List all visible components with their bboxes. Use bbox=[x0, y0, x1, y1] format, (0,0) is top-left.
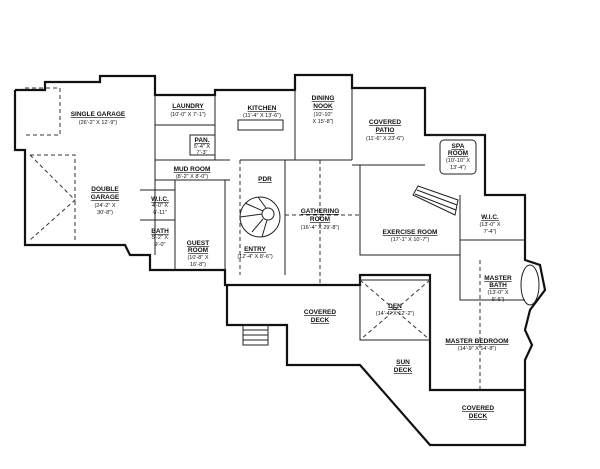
room-name: SUN bbox=[396, 359, 410, 366]
room-name: ROOM bbox=[188, 247, 208, 254]
room-dims: (26'-2" X 12'-9") bbox=[79, 120, 118, 126]
room-dims: 16'-8") bbox=[190, 262, 206, 268]
room-dims: (17'-1" X 10'-7") bbox=[391, 237, 430, 243]
room-dims: (13'-0" X bbox=[487, 290, 508, 296]
kitchen-island bbox=[237, 119, 284, 131]
room-dims: (10'-10" bbox=[314, 112, 333, 118]
room-entry: ENTRY (12'-4" X 8'-6") bbox=[237, 246, 273, 260]
room-name: W.I.C. bbox=[151, 196, 169, 203]
room-name: MUD ROOM bbox=[174, 166, 211, 173]
room-dims: 30'-8") bbox=[97, 210, 113, 216]
room-dims: (8'-2" X 8'-0") bbox=[176, 174, 208, 180]
room-dims: X 15'-8") bbox=[312, 119, 333, 125]
room-spa: SPA ROOM (10'-10" X 13'-4") bbox=[446, 143, 470, 171]
spa-tub bbox=[439, 139, 477, 175]
room-dims: (14'-9" X 14'-8") bbox=[458, 346, 497, 352]
room-dims: (16'-4" X 29'-8") bbox=[301, 225, 340, 231]
room-dims: (11'-4" X 13'-6") bbox=[243, 113, 281, 119]
room-dims: 7'-4") bbox=[484, 229, 497, 235]
room-dims: (10'-10" X bbox=[446, 158, 470, 164]
room-name: DEN bbox=[388, 303, 402, 310]
room-laundry: LAUNDRY (10'-0" X 7'-1") bbox=[170, 103, 206, 118]
sun-deck-rail bbox=[225, 285, 527, 447]
room-dims: 5'-2" X bbox=[152, 235, 168, 241]
room-name: GARAGE bbox=[91, 194, 120, 201]
room-name: ENTRY bbox=[244, 246, 266, 253]
room-dims: 4'-0" X bbox=[152, 203, 168, 209]
room-name: DINING bbox=[312, 95, 335, 102]
room-name: NOOK bbox=[313, 103, 333, 110]
room-master-bedroom: MASTER BEDROOM (14'-9" X 14'-8") bbox=[445, 338, 508, 352]
room-dims: 7'-3" bbox=[197, 150, 208, 156]
room-gathering: GATHERING ROOM (16'-4" X 29'-8") bbox=[301, 208, 340, 231]
room-covered-deck-right: COVERED DECK bbox=[462, 405, 494, 420]
room-name: SINGLE GARAGE bbox=[71, 111, 126, 118]
room-wic: W.I.C. (13'-0" X 7'-4") bbox=[479, 214, 500, 235]
room-name: LAUNDRY bbox=[172, 103, 204, 110]
room-pantry: PAN. 5'-4" X 7'-3" bbox=[194, 137, 210, 156]
room-name: COVERED bbox=[462, 405, 494, 412]
room-dims: (10'-0" X 7'-1") bbox=[170, 112, 206, 118]
room-dims: 9'-6") bbox=[492, 297, 505, 303]
room-name: PDR bbox=[258, 176, 272, 183]
room-exercise: EXERCISE ROOM (17'-1" X 10'-7") bbox=[383, 229, 438, 243]
room-name: ROOM bbox=[448, 150, 468, 157]
master-tub bbox=[520, 264, 540, 306]
room-name: BATH bbox=[489, 282, 507, 289]
room-name: DECK bbox=[394, 367, 413, 374]
room-wic-small: W.I.C. 4'-0" X 6'-11" bbox=[151, 196, 169, 216]
room-dims: (13'-0" X bbox=[479, 222, 500, 228]
room-name: KITCHEN bbox=[248, 105, 277, 112]
room-bath: BATH 5'-2" X 9'-0" bbox=[151, 228, 169, 248]
room-covered-patio: COVERED PATIO (11'-6" X 23'-6") bbox=[366, 119, 404, 142]
spiral-stair bbox=[239, 196, 281, 238]
room-name: EXERCISE ROOM bbox=[383, 229, 438, 236]
room-mud-room: MUD ROOM (8'-2" X 8'-0") bbox=[174, 166, 211, 180]
room-master-bath: MASTER BATH (13'-0" X 9'-6") bbox=[484, 275, 512, 303]
room-dims: 9'-0" bbox=[155, 242, 166, 248]
patio-stairs bbox=[412, 185, 459, 216]
room-name: DOUBLE bbox=[91, 186, 119, 193]
room-dims: (14'-4" X 12'-2") bbox=[376, 311, 415, 317]
room-dims: 5'-4" X bbox=[194, 144, 210, 150]
room-dims: 13'-4") bbox=[450, 165, 466, 171]
room-dining-nook: DINING NOOK (10'-10" X 15'-8") bbox=[312, 95, 335, 125]
room-kitchen: KITCHEN (11'-4" X 13'-6") bbox=[243, 105, 281, 119]
room-sun-deck: SUN DECK bbox=[394, 359, 413, 374]
room-name: GATHERING bbox=[301, 208, 340, 215]
room-dims: (10'-8" X bbox=[187, 255, 208, 261]
deck-stairs bbox=[242, 324, 269, 346]
room-name: COVERED bbox=[304, 309, 336, 316]
room-name: PAN. bbox=[194, 137, 209, 144]
garage-outline bbox=[15, 73, 547, 390]
room-name: GUEST bbox=[187, 240, 209, 247]
room-name: COVERED bbox=[369, 119, 401, 126]
room-name: MASTER BEDROOM bbox=[445, 338, 508, 345]
room-dims: (24'-2" X bbox=[94, 203, 115, 209]
room-name: MASTER bbox=[484, 275, 512, 282]
walls bbox=[13, 73, 547, 447]
room-name: DECK bbox=[311, 317, 330, 324]
room-single-garage: SINGLE GARAGE (26'-2" X 12'-9") bbox=[71, 111, 126, 126]
room-name: PATIO bbox=[376, 127, 395, 134]
room-dims: (11'-6" X 23'-6") bbox=[366, 136, 404, 142]
room-name: BATH bbox=[151, 228, 169, 235]
main-south-wall bbox=[160, 268, 525, 392]
room-name: ROOM bbox=[310, 216, 330, 223]
room-dims: (12'-4" X 8'-6") bbox=[237, 254, 273, 260]
room-name: SPA bbox=[452, 143, 465, 150]
room-den: DEN (14'-4" X 12'-2") bbox=[376, 303, 415, 317]
room-double-garage: DOUBLE GARAGE (24'-2" X 30'-8") bbox=[91, 186, 120, 216]
room-dims: 6'-11" bbox=[153, 210, 167, 216]
garage-west-wall bbox=[13, 90, 160, 272]
room-pdr: PDR bbox=[258, 176, 272, 183]
room-name: DECK bbox=[469, 413, 488, 420]
room-covered-deck-left: COVERED DECK bbox=[304, 309, 336, 324]
room-name: W.I.C. bbox=[481, 214, 499, 221]
room-guest: GUEST ROOM (10'-8" X 16'-8") bbox=[187, 240, 209, 268]
